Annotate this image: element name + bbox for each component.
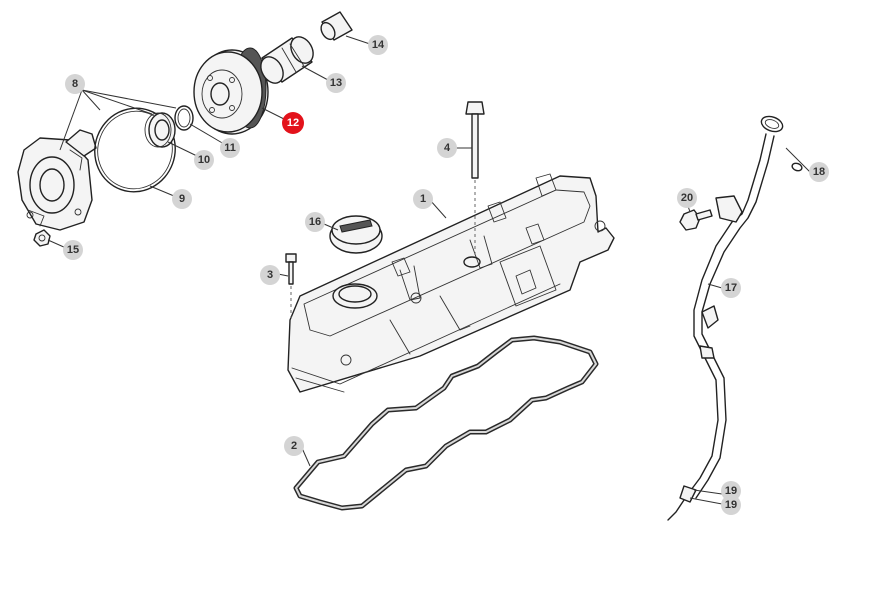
svg-text:2: 2 — [291, 440, 297, 452]
callout-16[interactable]: 16 — [305, 212, 325, 232]
svg-text:15: 15 — [67, 244, 79, 256]
callout-2[interactable]: 2 — [284, 436, 304, 456]
svg-text:20: 20 — [681, 192, 693, 204]
callout-1[interactable]: 1 — [413, 189, 433, 209]
callout-13[interactable]: 13 — [326, 73, 346, 93]
svg-text:1: 1 — [420, 193, 426, 205]
svg-text:4: 4 — [444, 142, 451, 154]
svg-text:10: 10 — [198, 154, 210, 166]
dipstick-o-ring — [791, 162, 803, 172]
callout-18[interactable]: 18 — [809, 162, 829, 182]
callout-17[interactable]: 17 — [721, 278, 741, 298]
cover-gasket — [293, 335, 599, 511]
svg-text:16: 16 — [309, 216, 321, 228]
svg-text:13: 13 — [330, 77, 342, 89]
svg-text:17: 17 — [725, 282, 737, 294]
oil-filler-cap — [329, 215, 383, 254]
tube-bracket-bolt — [679, 209, 713, 231]
callout-11[interactable]: 11 — [220, 138, 240, 158]
snap-ring — [174, 105, 194, 131]
callout-3[interactable]: 3 — [260, 265, 280, 285]
shaft-seal — [144, 112, 176, 148]
o-ring — [94, 107, 176, 193]
svg-text:19: 19 — [725, 485, 737, 497]
svg-text:11: 11 — [224, 142, 236, 154]
svg-text:8: 8 — [72, 78, 78, 90]
sleeve — [260, 36, 314, 84]
callout-19-upper[interactable]: 19 — [721, 481, 741, 501]
callout-20[interactable]: 20 — [677, 188, 697, 208]
small-bolt — [285, 253, 297, 285]
svg-text:9: 9 — [179, 193, 185, 205]
svg-text:12: 12 — [287, 117, 299, 129]
callout-19-lower[interactable]: 19 — [721, 495, 741, 515]
svg-text:3: 3 — [267, 269, 273, 281]
dipstick-tube — [667, 115, 784, 521]
long-bolt — [465, 101, 485, 179]
svg-text:14: 14 — [372, 39, 385, 51]
bushing — [320, 11, 353, 41]
svg-text:19: 19 — [725, 499, 737, 511]
leader-lines — [47, 35, 811, 505]
pulley — [193, 47, 269, 135]
valve-cover — [287, 173, 615, 393]
svg-text:18: 18 — [813, 166, 825, 178]
callout-9[interactable]: 9 — [172, 189, 192, 209]
callout-8[interactable]: 8 — [65, 74, 85, 94]
callout-4[interactable]: 4 — [437, 138, 457, 158]
callout-15[interactable]: 15 — [63, 240, 83, 260]
housing-bolt — [33, 229, 51, 247]
oil-pump-housing — [17, 129, 97, 231]
callout-14[interactable]: 14 — [368, 35, 388, 55]
callout-10[interactable]: 10 — [194, 150, 214, 170]
callout-12[interactable]: 12 — [282, 112, 304, 134]
